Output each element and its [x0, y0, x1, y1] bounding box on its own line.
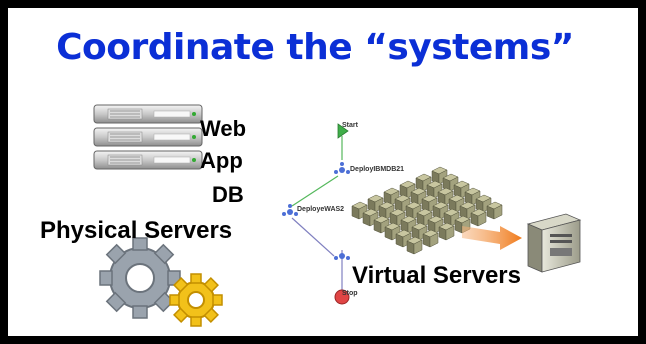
virtual-server-box: [416, 208, 433, 227]
virtual-server-box: [415, 173, 432, 192]
web-label: Web: [200, 116, 247, 141]
workflow-deploy-was-label: DeployeWAS2: [297, 206, 345, 213]
virtual-server-box: [486, 201, 503, 220]
virtual-server-box: [448, 194, 465, 213]
virtual-server-box: [384, 222, 401, 241]
virtual-server-box: [394, 194, 411, 213]
arrow-icon: [462, 226, 522, 250]
computer-tower-icon: [526, 213, 582, 273]
workflow-stop-label: Stop: [342, 290, 358, 297]
app-label: App: [200, 148, 243, 173]
virtual-server-box: [422, 229, 439, 248]
virtual-server-box: [351, 201, 368, 220]
workflow-stop-node: [334, 289, 350, 305]
workflow-mid-node: [334, 253, 350, 260]
workflow-connectors: [291, 136, 343, 290]
workflow-deploy-was-node: [282, 204, 298, 216]
slide-title: Coordinate the “systems”: [56, 27, 574, 68]
workflow-start-node: [337, 123, 349, 139]
virtual-server-box: [378, 201, 395, 220]
virtual-servers-label: Virtual Servers: [352, 262, 521, 289]
server-rack-icon: [93, 104, 203, 170]
virtual-server-box: [431, 166, 448, 185]
gears-icon: [99, 237, 223, 327]
virtual-server-box: [438, 222, 455, 241]
virtual-server-grid-icon: [351, 166, 503, 255]
physical-servers-label: Physical Servers: [40, 217, 233, 244]
workflow-start-label: Start: [342, 122, 358, 129]
virtual-server-box: [406, 236, 423, 255]
virtual-server-box: [399, 180, 416, 199]
virtual-server-box: [470, 208, 487, 227]
db-label: DB: [212, 182, 244, 207]
workflow-deploy-db-label: DeployIBMDB21: [350, 166, 405, 173]
workflow-deploy-db-node: [334, 162, 350, 174]
